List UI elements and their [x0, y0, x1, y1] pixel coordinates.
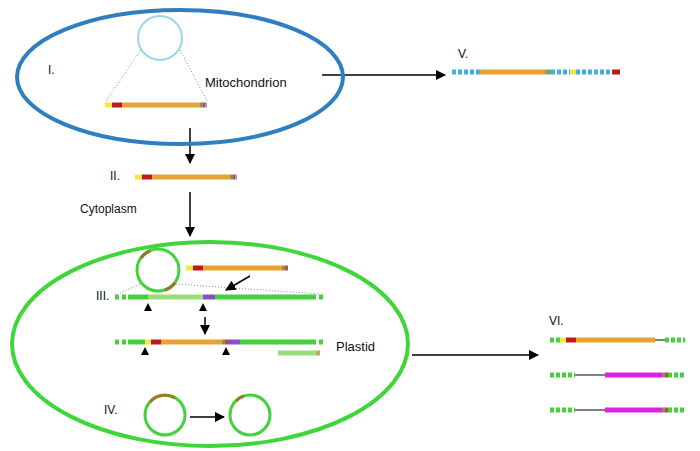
stage-label: Cytoplasm — [80, 203, 137, 217]
stage-label: IV. — [104, 404, 118, 418]
gene-bar — [186, 266, 288, 271]
stage-label: V. — [458, 48, 468, 62]
zoom-line — [180, 50, 207, 101]
membrane — [15, 8, 345, 146]
gene-bar — [452, 70, 620, 75]
organelle-outline: Plastid — [10, 240, 410, 448]
stage-label: VI. — [549, 315, 564, 329]
stage-label: III. — [96, 290, 109, 304]
gene-bar — [115, 340, 326, 345]
gene-bar — [105, 103, 207, 108]
organelle-outline: Mitochondrion — [15, 8, 345, 146]
gene-bar — [550, 340, 685, 410]
organelle-name: Mitochondrion — [205, 76, 287, 91]
mito-genome — [138, 16, 182, 60]
arrow — [190, 75, 538, 417]
zoom-line — [106, 50, 141, 101]
organelle-name: Plastid — [336, 340, 375, 355]
gene-bar — [115, 295, 326, 300]
stage-label: I. — [48, 64, 55, 78]
stage-label: II. — [110, 170, 120, 184]
gene-bar — [135, 175, 237, 180]
plastid-genome — [137, 249, 179, 291]
